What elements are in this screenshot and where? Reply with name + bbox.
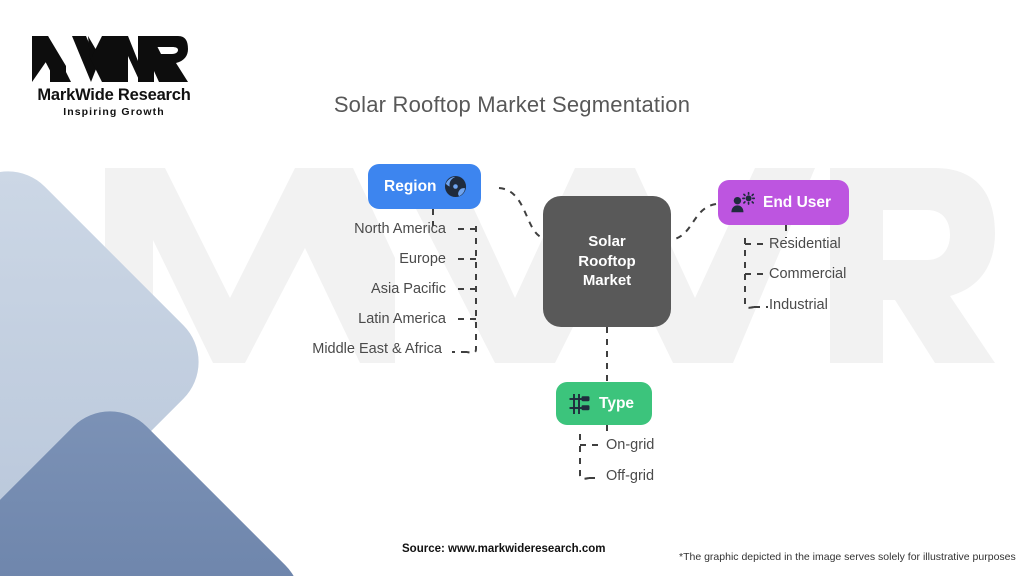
leaf-region-north-america: North America [354, 221, 446, 237]
page-title: Solar Rooftop Market Segmentation [333, 92, 691, 117]
leaf-type-on-grid: On-grid [606, 437, 655, 453]
disclaimer-label: *The graphic depicted in the image serve… [679, 551, 1016, 563]
leaf-region-middle-east-africa: Middle East & Africa [312, 341, 442, 357]
grid-circuit-icon [568, 392, 592, 416]
node-region[interactable]: Region [368, 164, 481, 209]
leaf-type-off-grid: Off-grid [606, 468, 655, 484]
edge-region-spine [466, 226, 477, 354]
edge-type-spine [579, 434, 590, 480]
leaf-end-user-commercial: Commercial [769, 266, 847, 282]
node-region-label: Region [384, 177, 437, 195]
logo-tagline: Inspiring Growth [63, 106, 165, 118]
globe-icon [444, 175, 467, 198]
leaf-end-user-industrial: Industrial [769, 297, 828, 313]
node-solar-rooftop-market[interactable]: Solar Rooftop Market [543, 196, 671, 327]
node-type[interactable]: Type [556, 382, 653, 425]
logo-mark-icon [32, 36, 188, 82]
leaf-region-latin-america: Latin America [358, 311, 446, 327]
center-node-line-2: Rooftop [578, 252, 636, 270]
logo-company-name: MarkWide Research [37, 86, 191, 104]
leaf-region-asia-pacific: Asia Pacific [371, 281, 446, 297]
edge-enduser-to-center [670, 203, 717, 241]
brand-logo: MarkWide Research Inspiring Growth [28, 30, 200, 118]
leaf-end-user-residential: Residential [769, 236, 841, 252]
source-label: Source: www.markwideresearch.com [402, 543, 606, 555]
person-sun-icon [730, 191, 756, 215]
leaf-region-europe: Europe [399, 251, 446, 267]
center-node-line-1: Solar [588, 232, 626, 250]
center-node-line-3: Market [582, 272, 632, 290]
edge-region-to-center [498, 187, 544, 239]
node-end-user[interactable]: End User [718, 180, 850, 225]
node-end-user-label: End User [763, 193, 832, 211]
edge-enduser-spine [744, 238, 755, 309]
node-type-label: Type [599, 394, 635, 412]
